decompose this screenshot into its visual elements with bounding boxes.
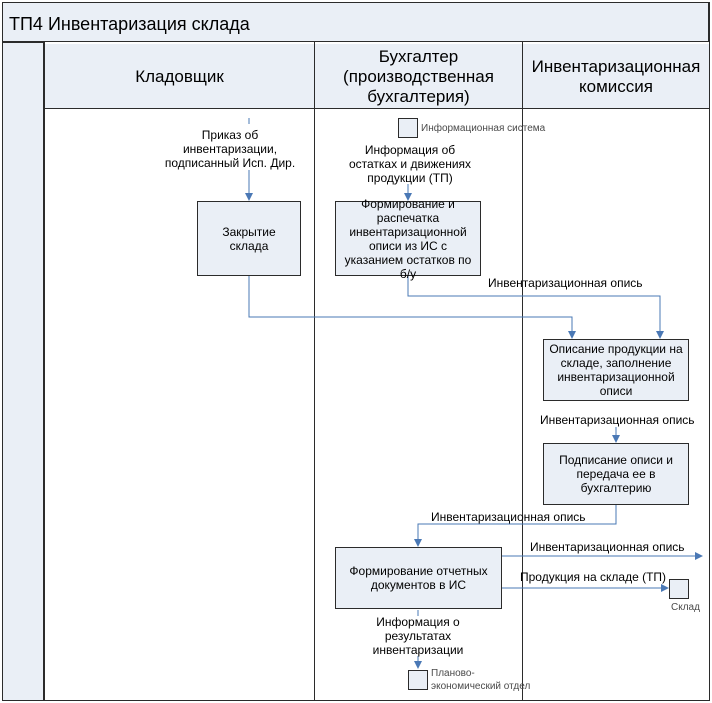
label-inventory-3: Инвентаризационная опись <box>431 510 586 524</box>
flow-signing-to-reports <box>414 505 617 547</box>
label-stock-info: Информация об остатках и движениях проду… <box>348 143 472 185</box>
pool-border-right <box>709 2 710 701</box>
task-sign-inventory[interactable]: Подписание описи и передача ее в бухгалт… <box>543 443 689 505</box>
label-inventory-4: Инвентаризационная опись <box>530 540 685 554</box>
lane-divider-left <box>44 42 45 701</box>
planning-dept-store-icon[interactable] <box>408 670 428 690</box>
info-system-store-icon[interactable] <box>398 118 418 138</box>
lane-header-accountant: Бухгалтер (производственная бухгалтерия) <box>315 44 522 109</box>
lane-divider-1 <box>314 42 315 701</box>
flow-forming-to-describing <box>407 276 664 339</box>
diagram-title-bar: ТП4 Инвентаризация склада <box>2 2 709 42</box>
task-close-warehouse[interactable]: Закрытие склада <box>197 201 301 276</box>
diagram-title: ТП4 Инвентаризация склада <box>9 14 250 34</box>
label-results: Информация о результатах инвентаризации <box>372 615 464 657</box>
pool-strip <box>2 42 44 701</box>
task-describe-products[interactable]: Описание продукции на складе, заполнение… <box>543 339 689 401</box>
lane-header-storekeeper: Кладовщик <box>45 44 314 109</box>
label-inventory-1: Инвентаризационная опись <box>488 276 643 290</box>
warehouse-label: Склад <box>671 602 700 613</box>
warehouse-store-icon[interactable] <box>669 579 689 599</box>
planning-dept-label: Планово-экономический отдел <box>431 668 531 692</box>
info-system-label: Информационная система <box>421 123 546 134</box>
label-products: Продукция на складе (ТП) <box>520 570 667 584</box>
label-inventory-2: Инвентаризационная опись <box>540 413 695 427</box>
label-order: Приказ об инвентаризации, подписанный Ис… <box>164 128 296 170</box>
task-form-inventory[interactable]: Формирование и распечатка инвентаризацио… <box>335 197 481 281</box>
lane-header-commission: Инвентаризационная комиссия <box>523 44 709 109</box>
flow-closing-to-describing <box>248 276 576 339</box>
header-separator <box>44 108 710 109</box>
pool-border-bottom <box>2 700 710 701</box>
task-form-reports[interactable]: Формирование отчетных документов в ИС <box>335 547 502 609</box>
lane-divider-2 <box>522 42 523 701</box>
